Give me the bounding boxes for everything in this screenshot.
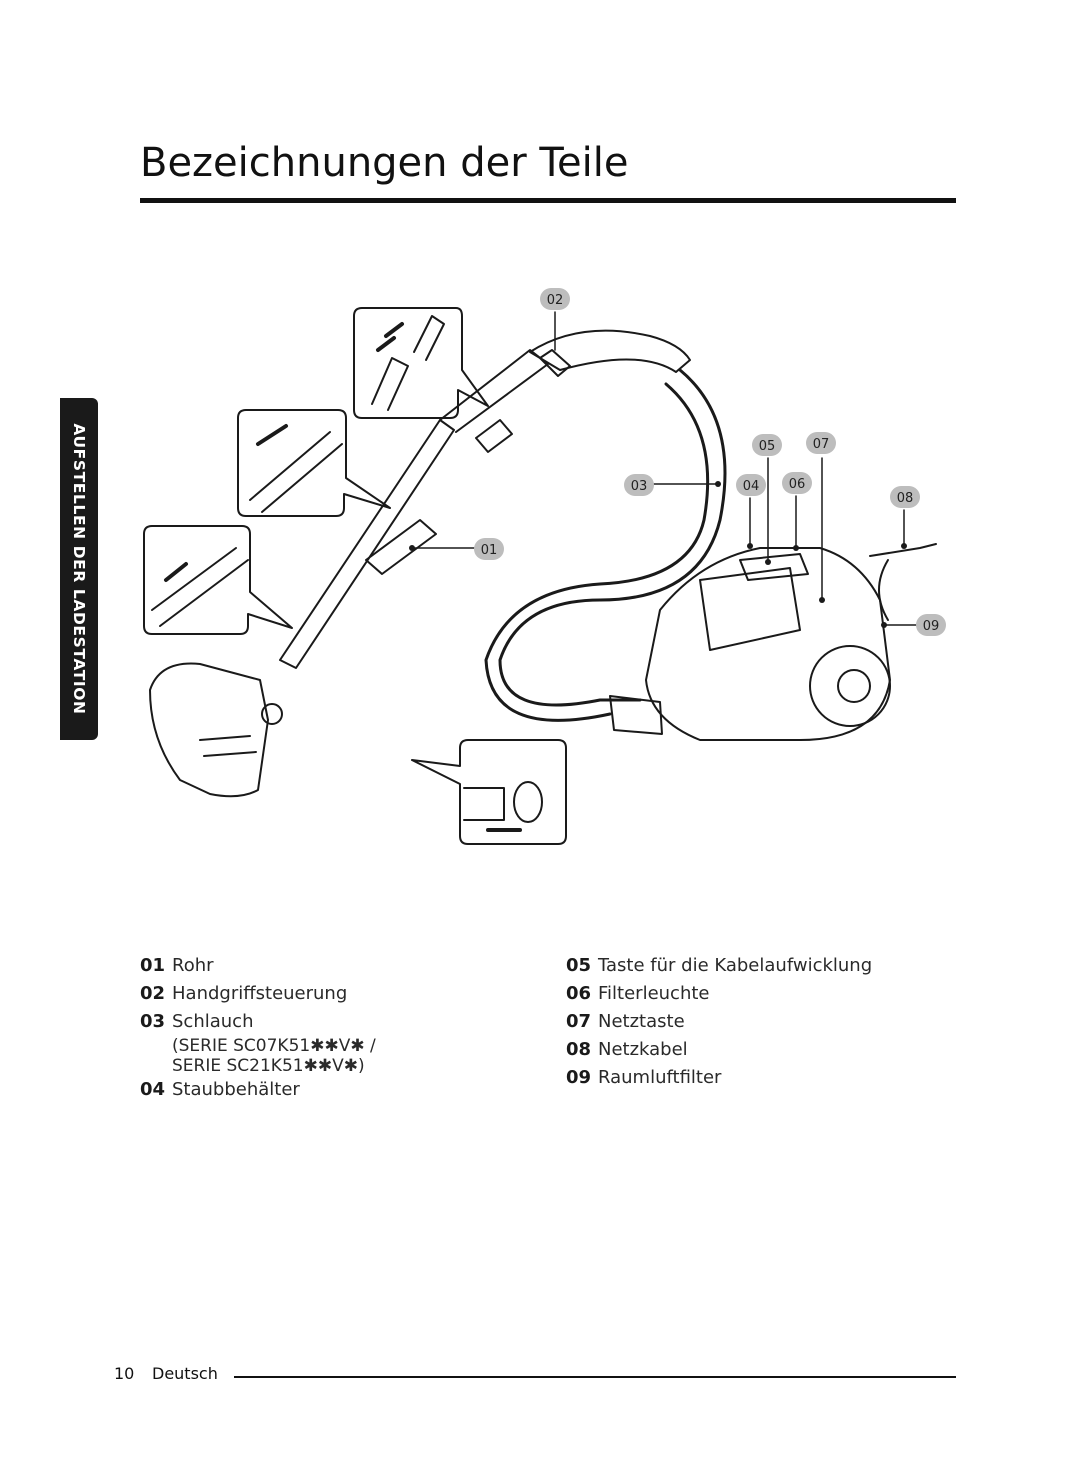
callout-badge-05 [752, 434, 782, 456]
part-label: Netztaste [598, 1011, 685, 1032]
callout-badge-03 [624, 474, 654, 496]
leader-dots [409, 481, 907, 628]
callout-01: 01 [481, 543, 498, 558]
vacuum-body [609, 543, 937, 741]
page-number: 10 [114, 1364, 135, 1383]
section-tab [60, 398, 98, 740]
inset-handle-control [353, 307, 489, 419]
hose [484, 368, 727, 722]
part-label: Raumluftfilter [598, 1067, 722, 1088]
list-item: 08 Netzkabel [566, 1036, 966, 1064]
parts-list-right: 05 Taste für die Kabelaufwicklung 06 Fil… [566, 952, 966, 1092]
callout-07: 07 [813, 437, 830, 452]
list-item: 09 Raumluftfilter [566, 1064, 966, 1092]
list-item: 04 Staubbehälter [140, 1076, 520, 1104]
callout-badge-04 [736, 474, 766, 496]
callout-08: 08 [897, 491, 914, 506]
part-number: 09 [566, 1067, 592, 1088]
callout-badge-08 [890, 486, 920, 508]
part-number: 08 [566, 1039, 592, 1060]
callout-03: 03 [631, 479, 648, 494]
callout-badge-09 [916, 614, 946, 636]
title-rule [140, 198, 956, 203]
callout-04: 04 [743, 479, 760, 494]
part-label: Handgriffsteuerung [172, 983, 348, 1004]
part-label: Filterleuchte [598, 983, 710, 1004]
callout-badge-06 [782, 472, 812, 494]
part-number: 04 [140, 1079, 166, 1100]
page-title: Bezeichnungen der Teile [140, 140, 629, 186]
part-number: 06 [566, 983, 592, 1004]
part-note: (SERIE SC07K51✱✱V✱ / [172, 1036, 376, 1056]
floor-nozzle [149, 662, 283, 798]
callout-badge-01 [474, 538, 504, 560]
list-item: 05 Taste für die Kabelaufwicklung [566, 952, 966, 980]
callout-05: 05 [759, 439, 776, 454]
list-item: 07 Netztaste [566, 1008, 966, 1036]
callout-badge-02 [540, 288, 570, 310]
callout-06: 06 [789, 477, 806, 492]
list-item: 03 Schlauch (SERIE SC07K51✱✱V✱ / SERIE S… [140, 1008, 520, 1076]
part-label: Taste für die Kabelaufwicklung [598, 955, 873, 976]
handle-grip [529, 329, 691, 377]
part-number: 01 [140, 955, 166, 976]
list-item: 01 Rohr [140, 952, 520, 980]
part-number: 05 [566, 955, 592, 976]
part-label: Netzkabel [598, 1039, 688, 1060]
callout-badge-07 [806, 432, 836, 454]
parts-list-left: 01 Rohr 02 Handgriffsteuerung 03 Schlauc… [140, 952, 520, 1104]
inset-tube-lock [143, 525, 293, 635]
inset-hose-connect [411, 739, 567, 845]
inset-tube-length [237, 409, 391, 517]
part-label: Staubbehälter [172, 1079, 300, 1100]
part-number: 03 [140, 1011, 166, 1032]
part-label: Schlauch [172, 1011, 254, 1032]
footer-rule [234, 1376, 956, 1378]
callout-09: 09 [923, 619, 940, 634]
part-number: 07 [566, 1011, 592, 1032]
list-item: 02 Handgriffsteuerung [140, 980, 520, 1008]
part-note: SERIE SC21K51✱✱V✱) [172, 1056, 365, 1076]
part-label: Rohr [172, 955, 214, 976]
footer-language: Deutsch [152, 1364, 218, 1383]
leader-lines [411, 311, 917, 626]
callout-02: 02 [547, 293, 564, 308]
list-item: 06 Filterleuchte [566, 980, 966, 1008]
part-number: 02 [140, 983, 166, 1004]
